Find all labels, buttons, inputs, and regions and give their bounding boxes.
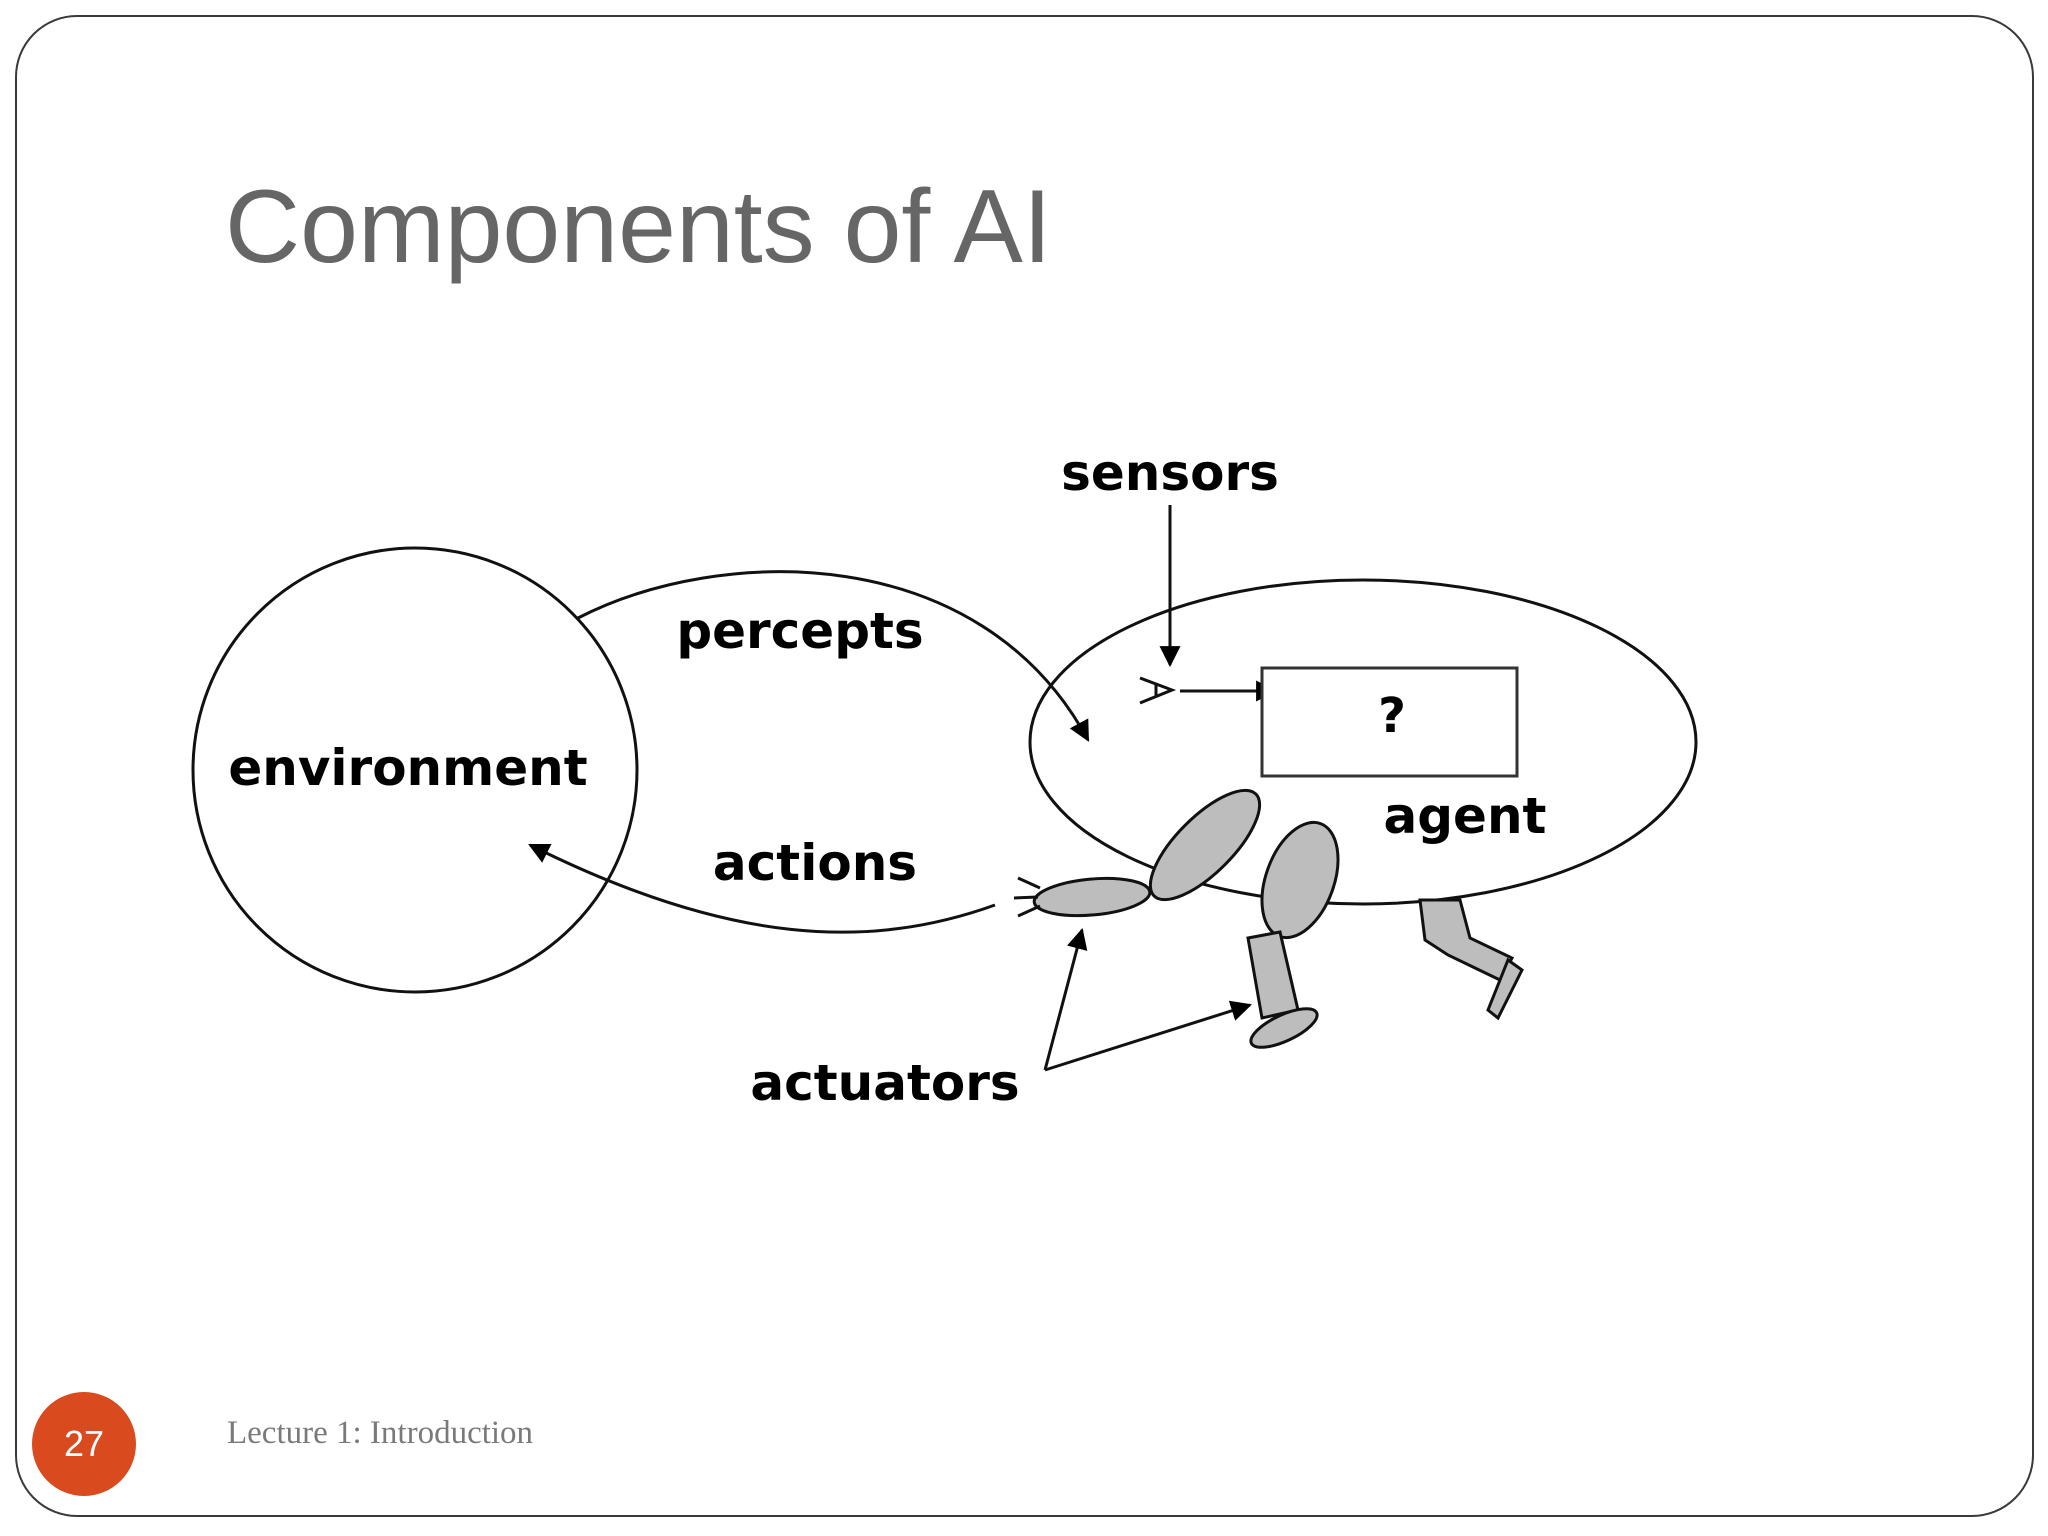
percepts-arrow bbox=[577, 570, 1090, 742]
environment-label: environment bbox=[228, 739, 587, 797]
percepts-label: percepts bbox=[676, 602, 923, 660]
leg-front-foot bbox=[1249, 1007, 1319, 1049]
agent-ellipse bbox=[1028, 578, 1698, 906]
leg-back-foot bbox=[1486, 957, 1524, 1021]
footer-text: Lecture 1: Introduction bbox=[227, 1415, 534, 1451]
actuators-arrow-leg bbox=[1044, 1000, 1253, 1072]
leg-front-shin bbox=[1246, 930, 1300, 1020]
slide-frame bbox=[15, 15, 2034, 1517]
hand-icon bbox=[1013, 876, 1041, 918]
actuators-arrow-arm bbox=[1043, 927, 1088, 1071]
eye-icon bbox=[1139, 676, 1177, 705]
environment-circle bbox=[191, 546, 639, 994]
agent-program-label: ? bbox=[1378, 688, 1406, 744]
actions-label: actions bbox=[713, 834, 917, 892]
arm-upper bbox=[1148, 788, 1262, 902]
leg-front-thigh bbox=[1260, 820, 1340, 940]
agent-label: agent bbox=[1384, 787, 1547, 845]
agent-program-box bbox=[1260, 666, 1519, 778]
slide-title: Components of AI bbox=[225, 169, 1052, 285]
leg-back bbox=[1418, 898, 1515, 982]
actions-arrow bbox=[528, 843, 996, 934]
slide-number-badge: 27 bbox=[32, 1392, 136, 1496]
sensors-label: sensors bbox=[1061, 444, 1279, 502]
arm-lower bbox=[1032, 876, 1152, 918]
actuators-label: actuators bbox=[750, 1054, 1019, 1112]
